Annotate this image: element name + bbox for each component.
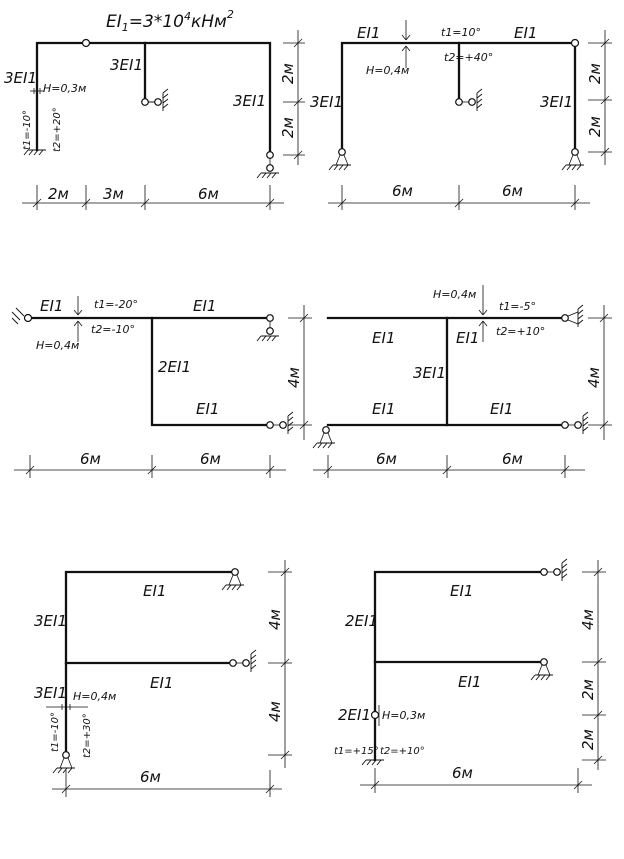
stiffness-label: 3EI1 [413,364,446,382]
temperature-inner-label: t2=+20° [52,107,63,152]
temperature-inner-label: t2=+40° [444,51,493,64]
dimension-label: 4м [585,367,603,388]
dimension-label: 2м [579,679,597,700]
frame-diagram-1: EI1=3*104кНм2 3EI1 3EI1 3EI1 H=0,3м t1=-… [4,8,305,210]
stiffness-label: 2EI1 [158,358,191,376]
temperature-outer-label: t1=-5° [499,300,536,313]
dimension-label: 4м [266,701,284,722]
stiffness-label: 3EI1 [110,56,143,74]
dimension-label: 2м [279,117,297,138]
stiffness-label: 3EI1 [310,93,343,111]
dimension-label: 6м [200,450,221,468]
roller-support-icon [229,649,257,673]
section-height-label: H=0,4м [366,64,409,77]
temperature-outer-label: t1=+15° [334,746,379,757]
stiffness-label: EI1 [143,582,166,600]
dimension-label: 2м [579,729,597,750]
frame-diagram-5: EI1 3EI1 EI1 3EI1 H=0,4м t1=-10° t2=+30°… [34,560,292,797]
pin-support-icon [329,149,351,170]
dimension-label: 4м [266,609,284,630]
frame-diagram-2: EI1 EI1 3EI1 3EI1 H=0,4м t1=10° t2=+40° … [310,20,612,210]
frame-diagram-4: EI1 EI1 3EI1 EI1 EI1 H=0,4м t1=-5° t2=+1… [313,285,612,478]
dimension-label: 6м [80,450,101,468]
dimension-label: 6м [198,185,219,203]
dimension-label: 2м [48,185,69,203]
dimension-label: 6м [376,450,397,468]
dimension-label: 6м [140,768,161,786]
stiffness-label: EI1 [372,329,395,347]
stiffness-label: EI1 [196,400,219,418]
stiffness-label: EI1 [357,24,380,42]
fixed-support-icon [361,759,385,766]
roller-support-icon [266,411,294,435]
temperature-inner-label: t2=+10° [496,325,545,338]
stiffness-label: 3EI1 [4,69,37,87]
temperature-outer-label: t1=10° [441,26,481,39]
stiffness-label: EI1 [450,582,473,600]
stiffness-label: 2EI1 [345,612,378,630]
temperature-inner-label: t2=-10° [91,323,135,336]
stiffness-label: 2EI1 [338,706,371,724]
stiffness-label: 3EI1 [34,684,67,702]
temperature-inner-label: t2=+30° [82,713,93,758]
dimension-label: 6м [502,182,523,200]
stiffness-label: EI1 [372,400,395,418]
stiffness-label: EI1 [150,674,173,692]
stiffness-label: EI1 [514,24,537,42]
stiffness-label: EI1 [40,297,63,315]
stiffness-note: EI1=3*104кНм2 [106,8,234,34]
temperature-outer-label: t1=-20° [94,298,138,311]
stiffness-label: EI1 [490,400,513,418]
dimension-label: 3м [103,185,124,203]
section-height-label: H=0,4м [36,339,79,352]
dimension-label: 6м [452,764,473,782]
dimension-label: 4м [285,367,303,388]
frame-diagram-3: EI1 EI1 2EI1 EI1 H=0,4м t1=-20° t2=-10° … [11,296,312,478]
pin-support-icon [313,427,335,448]
pin-support-icon [562,149,584,170]
dimension-label: 2м [586,116,604,137]
stiffness-label: EI1 [456,329,479,347]
roller-support-icon [561,411,589,435]
temperature-outer-label: t1=-10° [22,110,33,150]
stiffness-label: 3EI1 [233,92,266,110]
pin-support-icon [53,752,75,773]
stiffness-label: 3EI1 [540,93,573,111]
dimension-label: 4м [579,609,597,630]
hinge-icon [570,38,580,48]
dimension-label: 2м [586,63,604,84]
hinge-icon [370,710,380,720]
roller-support-icon [257,152,279,178]
stiffness-label: EI1 [193,297,216,315]
hinge-icon [81,38,91,48]
pin-support-icon [561,304,584,328]
section-height-label: H=0,3м [382,709,425,722]
temperature-outer-label: t1=-10° [50,712,61,752]
dimension-label: 6м [502,450,523,468]
frame-diagram-6: EI1 2EI1 EI1 2EI1 H=0,3м t1=+15° t2=+10°… [334,558,606,793]
stiffness-label: EI1 [458,673,481,691]
stiffness-label: 3EI1 [34,612,67,630]
hinge-icon [23,313,33,323]
section-height-label: H=0,3м [43,82,86,95]
dimension-label: 2м [279,63,297,84]
section-height-label: H=0,4м [433,288,476,301]
roller-support-icon [540,558,568,582]
temperature-inner-label: t2=+10° [380,746,425,757]
section-height-label: H=0,4м [73,690,116,703]
dimension-label: 6м [392,182,413,200]
